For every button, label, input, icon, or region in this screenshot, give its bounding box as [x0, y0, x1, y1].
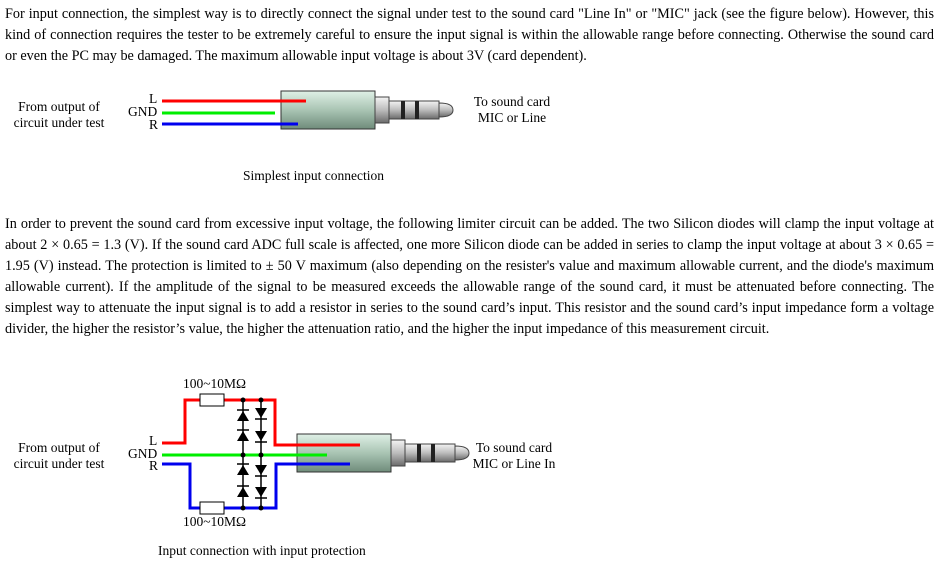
fig2-dest-label: To sound card MIC or Line In	[468, 440, 560, 472]
fig1-pin-gnd: GND	[128, 104, 158, 119]
fig1-dest-line1: To sound card	[473, 94, 551, 109]
fig2-resistor-bottom-icon	[199, 501, 225, 515]
fig2-wire-left	[162, 398, 360, 447]
fig1-caption: Simplest input connection	[243, 168, 384, 183]
fig2-dest-line1: To sound card	[475, 440, 553, 455]
fig1-source-line1: From output of	[18, 99, 100, 114]
fig2-dest-line2: MIC or Line In	[472, 456, 556, 471]
fig1-audio-plug-icon	[280, 90, 454, 130]
fig1-source-label: From output of circuit under test	[5, 99, 113, 131]
fig2-source-line2: circuit under test	[13, 456, 105, 471]
fig2-audio-plug-icon	[296, 433, 470, 473]
fig2-source-label: From output of circuit under test	[5, 440, 113, 472]
intro-paragraph: For input connection, the simplest way i…	[5, 6, 934, 64]
fig2-diode-array-icon	[236, 397, 268, 511]
fig1-dest-label: To sound card MIC or Line	[466, 94, 558, 126]
fig1-dest-line2: MIC or Line	[477, 110, 547, 125]
fig2-source-line1: From output of	[18, 440, 100, 455]
fig2-resistor-top-label: 100~10MΩ	[183, 376, 247, 391]
protection-paragraph: In order to prevent the sound card from …	[5, 216, 934, 337]
fig2-pin-gnd: GND	[128, 446, 158, 461]
fig1-source-line2: circuit under test	[13, 115, 105, 130]
fig2-resistor-top-icon	[199, 393, 225, 407]
fig1-pin-l: L	[149, 91, 158, 106]
fig1-pin-r: R	[149, 117, 159, 132]
fig2-pin-r: R	[149, 458, 159, 473]
fig2-caption: Input connection with input protection	[158, 543, 366, 558]
fig2-pin-l: L	[149, 433, 158, 448]
fig2-wire-right	[162, 462, 350, 510]
fig2-resistor-bottom-label: 100~10MΩ	[183, 514, 247, 529]
